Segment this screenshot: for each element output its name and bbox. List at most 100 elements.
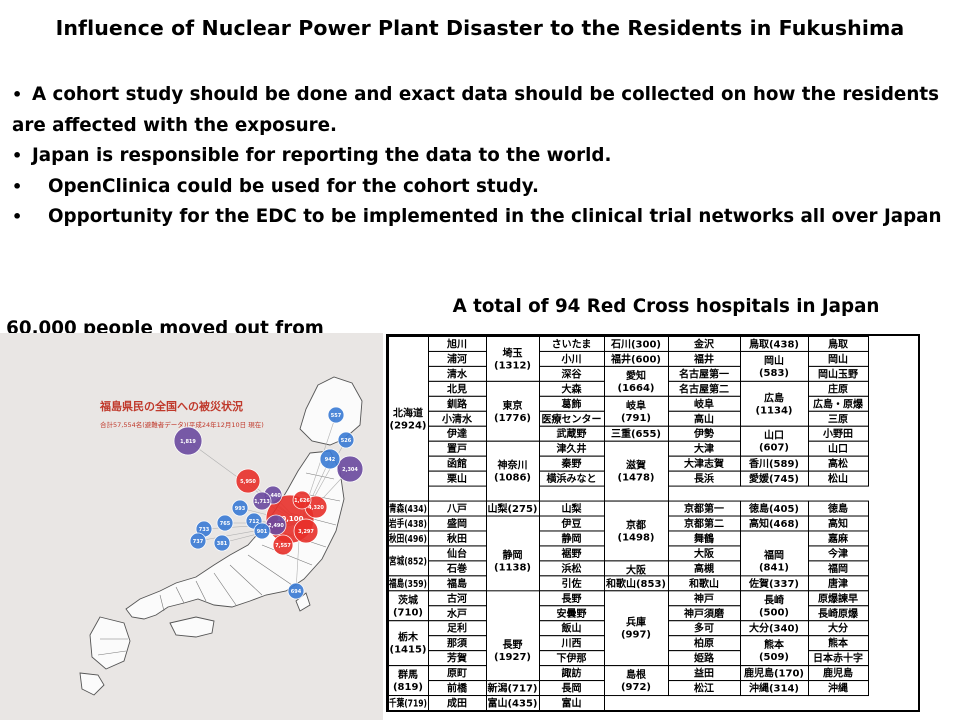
- table-cell: 下伊那: [557, 652, 587, 665]
- table-cell: 静岡: [503, 548, 523, 561]
- table-cell-border: [486, 440, 540, 502]
- land-shape: [89, 616, 131, 670]
- table-cell: (1312): [494, 360, 531, 371]
- table-cell: (819): [393, 682, 423, 693]
- map-subtitle: 合計57,554名(避難者データ)(平成24年12月10日 現在): [100, 420, 264, 429]
- table-cell: 沖縄: [828, 682, 848, 695]
- table-cell: 京都第二: [684, 517, 724, 530]
- table-cell: 伊達: [446, 427, 467, 440]
- table-cell: 福井: [693, 352, 714, 365]
- table-cell: 置戸: [447, 443, 467, 455]
- evacuee-count-label: 557: [331, 413, 342, 419]
- evacuee-bubble: [252, 491, 272, 511]
- prefecture-border: [229, 564, 263, 596]
- bullet-item: •Japan is responsible for reporting the …: [12, 141, 942, 172]
- bullet-text: A cohort study should be done and exact …: [12, 84, 939, 136]
- evacuee-bubble: [253, 522, 271, 540]
- prefecture-border: [247, 554, 293, 586]
- table-cell: 北見: [447, 382, 467, 395]
- land-shape: [79, 672, 105, 696]
- evacuee-count-label: 694: [291, 589, 302, 595]
- table-cell: 大阪: [694, 547, 715, 560]
- table-cell: 佐賀(337): [748, 577, 799, 590]
- table-cell: 金沢: [693, 337, 715, 350]
- evacuee-count-label: 3,297: [298, 529, 314, 535]
- bullet-item: •Opportunity for the EDC to be implement…: [12, 202, 942, 233]
- prefecture-border: [305, 472, 335, 480]
- table-cell: 高知(468): [749, 517, 799, 530]
- table-cell: 北海道: [393, 406, 423, 419]
- table-cell: 今津: [827, 547, 848, 560]
- table-cell: (841): [759, 562, 789, 573]
- table-cell: 山口: [828, 442, 848, 455]
- table-cell: 医療センター: [542, 412, 602, 425]
- table-cell: 鹿児島(170): [744, 667, 804, 680]
- map-title: 福島県民の全国への被災状況: [99, 399, 243, 413]
- table-cell: 松江: [694, 682, 714, 695]
- table-cell: 飯山: [561, 622, 582, 635]
- table-cell: 舞鶴: [694, 532, 714, 545]
- hospital-table: 北海道(2924)旭川浦河清水北見釧路小清水伊達置戸函館栗山埼玉(1312)東京…: [386, 334, 920, 712]
- evacuee-count-label: 901: [257, 529, 268, 535]
- table-cell: (607): [759, 443, 789, 454]
- table-cell: 香川(589): [749, 457, 799, 470]
- table-cell: 栗山: [447, 472, 467, 485]
- evacuee-bubble: [189, 532, 207, 550]
- table-cell: 茨城: [398, 593, 418, 606]
- evacuee-count-label: 1,713: [254, 499, 270, 505]
- table-cell: 長崎: [764, 593, 784, 606]
- table-cell: 広島・原爆: [813, 397, 864, 410]
- table-cell: 高知: [828, 517, 848, 530]
- table-cell: 武蔵野: [557, 427, 587, 440]
- table-cell: 熊本: [764, 638, 785, 651]
- table-cell: 長野: [562, 593, 582, 605]
- evacuee-bubble: [235, 468, 261, 494]
- table-cell: 唐津: [828, 577, 848, 590]
- evacuee-count-label: 5,950: [240, 479, 256, 485]
- table-cell: (972): [621, 682, 651, 693]
- table-cell: 福岡: [827, 562, 848, 575]
- table-cell-border: [808, 470, 869, 487]
- table-cell: (500): [759, 607, 789, 618]
- table-cell: 島根: [626, 668, 646, 681]
- table-cell: (2924): [390, 420, 427, 431]
- table-cell: 福島(359): [388, 577, 427, 590]
- table-cell: 足利: [447, 622, 467, 635]
- table-cell: 神奈川: [498, 459, 528, 472]
- table-cell: 秦野: [561, 457, 582, 470]
- table-cell: 日本赤十字: [813, 652, 863, 665]
- table-cell: 高山: [694, 412, 714, 425]
- prefecture-border: [159, 594, 165, 612]
- table-cell: (509): [759, 652, 789, 663]
- table-cell: 山口: [764, 429, 784, 442]
- evacuee-bubble: [336, 455, 364, 483]
- evacuee-count-label: 993: [235, 506, 246, 512]
- evacuee-count-label: 737: [193, 539, 204, 545]
- table-cell: 浦河: [447, 352, 467, 365]
- table-cell: 川西: [561, 638, 582, 650]
- table-cell-border: [388, 620, 429, 667]
- evacuee-count-label: 1,626: [294, 498, 310, 504]
- prefecture-border: [261, 544, 313, 566]
- table-cell: 富山(435): [487, 697, 537, 710]
- table-cell: 長野: [503, 639, 523, 651]
- table-cell-border: [740, 425, 809, 457]
- table-cell: 京都第一: [684, 502, 724, 515]
- evacuee-count-label: 7,557: [275, 543, 291, 549]
- table-cell: (1138): [494, 562, 531, 573]
- table-cell: 松山: [828, 472, 848, 485]
- evacuee-bubble: [319, 448, 341, 470]
- table-cell-border: [604, 665, 669, 697]
- table-cell: 岩手(438): [388, 517, 427, 530]
- evacuee-count-label: 765: [220, 521, 231, 527]
- table-cell: 大分: [828, 622, 848, 635]
- table-cell: 前橋: [447, 682, 468, 695]
- evacuee-bubble: [213, 534, 231, 552]
- table-cell: (1086): [494, 473, 531, 484]
- hospital-grid: 北海道(2924)旭川浦河清水北見釧路小清水伊達置戸函館栗山埼玉(1312)東京…: [388, 336, 869, 710]
- table-cell-border: [604, 395, 669, 427]
- bullet-text: Japan is responsible for reporting the d…: [32, 145, 612, 166]
- table-cell: 高松: [828, 457, 848, 470]
- table-cell: 青森(434): [389, 502, 427, 515]
- evacuee-count-label: 942: [325, 457, 336, 463]
